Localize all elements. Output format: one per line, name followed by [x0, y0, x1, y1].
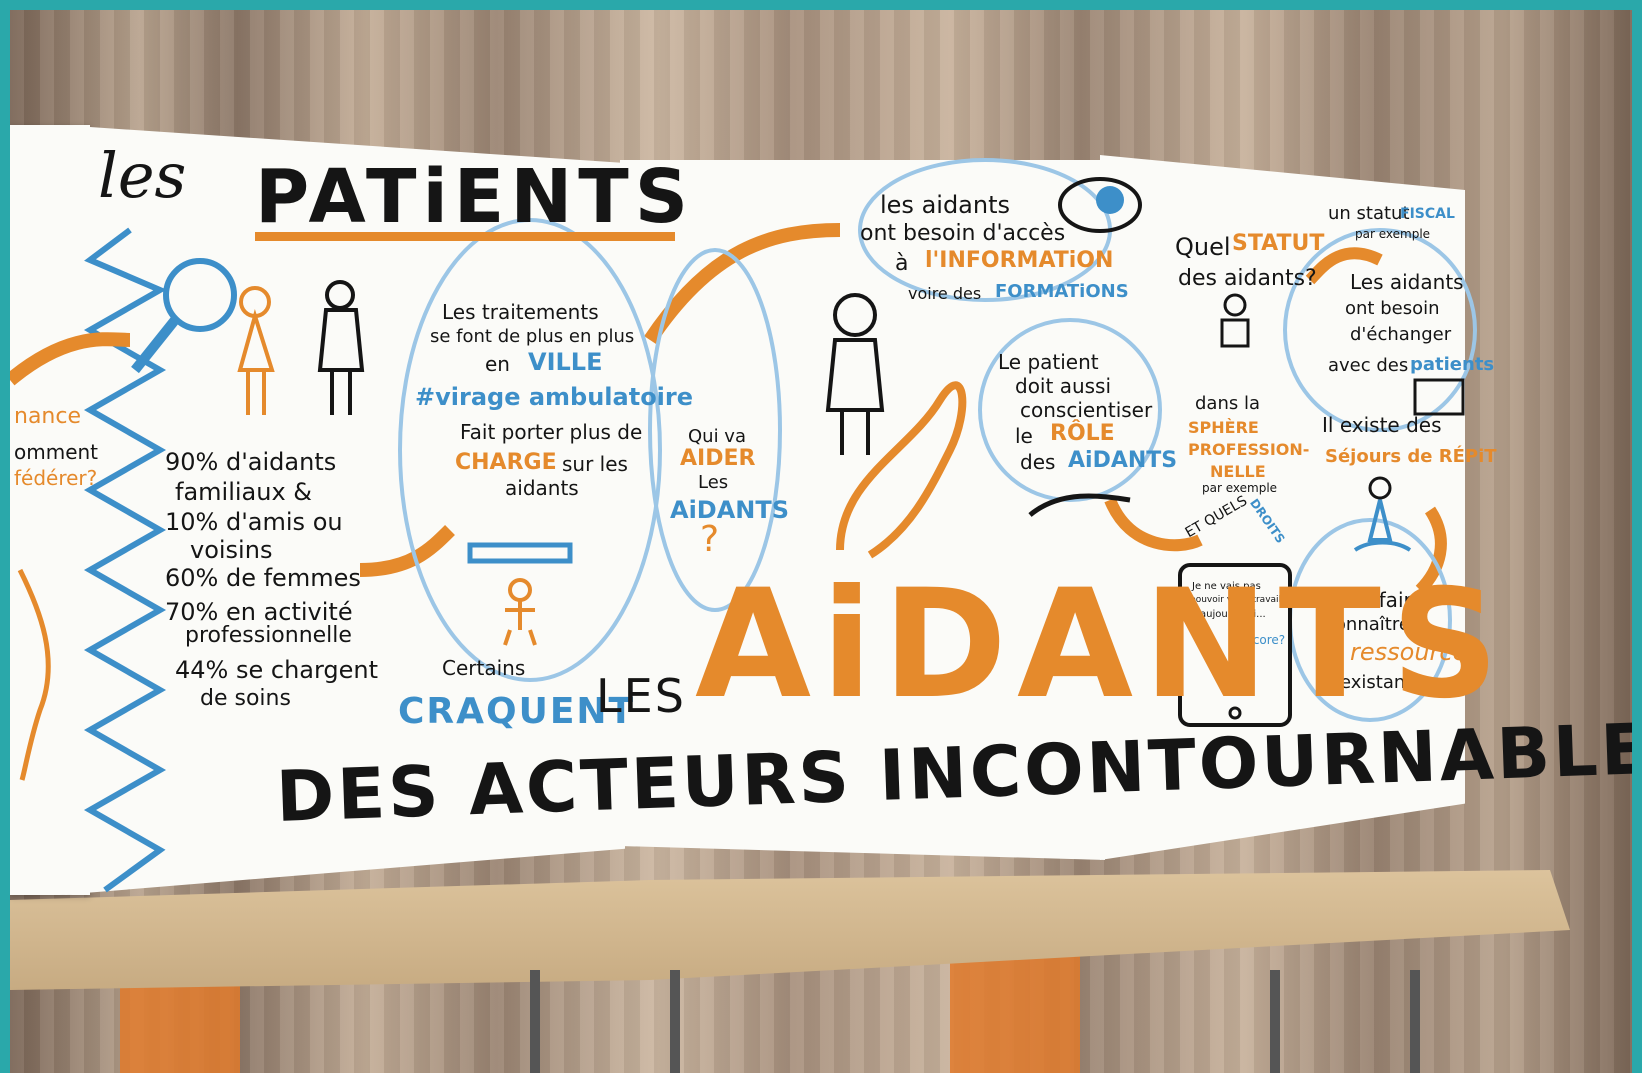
title-aidants: AiDANTS [695, 558, 1509, 732]
role-line: conscientiser [1020, 398, 1153, 422]
stat-line: voisins [190, 536, 273, 564]
tablet-message-line: aujourd'hui... [1200, 609, 1266, 620]
table-leg [1270, 970, 1280, 1073]
ressources-line: les [1315, 644, 1344, 668]
table-leg [670, 970, 680, 1073]
info-line: ont besoin d'accès [860, 221, 1066, 246]
certains: Certains [442, 656, 526, 680]
stat-line: de soins [200, 686, 291, 711]
sphere-line: SPHÈRE [1188, 418, 1259, 437]
echanger-line: avec des [1328, 355, 1409, 376]
stat-line: 60% de femmes [165, 564, 361, 592]
hashtag: #virage ambulatoire [415, 383, 694, 411]
role-line: doit aussi [1015, 374, 1112, 398]
aidants-small: aidants [505, 476, 579, 500]
role: RÔLE [1050, 421, 1115, 446]
sejours: Séjours de RÉPiT [1325, 446, 1497, 467]
ville: VILLE [528, 348, 603, 376]
existe: Il existe des [1322, 413, 1442, 437]
header-les: les [98, 139, 187, 212]
qui-va: Qui va [688, 426, 746, 447]
aidants-question: AiDANTS [670, 496, 790, 524]
title-les: LES [596, 669, 686, 723]
les-small: Les [698, 472, 729, 493]
statut: STATUT [1232, 231, 1325, 256]
stat-line: 70% en activité [165, 598, 353, 626]
des-label: des [1020, 450, 1056, 474]
information: l'INFORMATiON [925, 248, 1114, 273]
traitements-line: en [485, 352, 510, 376]
patients-small: patients [1410, 354, 1495, 375]
formations: FORMATiONS [995, 281, 1129, 302]
tablet-message-line: pouvoir venir travailler [1190, 595, 1293, 605]
role-line: Le patient [998, 350, 1099, 374]
stat-line: 44% se chargent [175, 656, 379, 684]
aidants-role: AiDANTS [1068, 448, 1178, 473]
par-exemple-2: par exemple [1202, 481, 1278, 495]
tablet-message-line: Je ne vais pas [1192, 581, 1261, 592]
stat-line: 90% d'aidants [165, 448, 337, 476]
ressources-line: connaître [1325, 614, 1410, 635]
doodle-layer [10, 158, 1477, 893]
echanger-line: ont besoin [1345, 298, 1440, 319]
info-line: à [895, 251, 909, 276]
dans-la: dans la [1195, 393, 1260, 414]
traitements-line: Les traitements [442, 300, 599, 324]
aider: AIDER [680, 446, 756, 471]
sphere-line: PROFESSION- [1188, 440, 1310, 459]
existantes: existantes [1340, 672, 1433, 693]
header-underline [255, 232, 675, 241]
sphere-line: NELLE [1210, 462, 1266, 481]
stat-line: familiaux & [175, 478, 313, 506]
left-cut-1: nance [14, 404, 81, 429]
echanger-line: d'échanger [1350, 324, 1452, 345]
charge: CHARGE [455, 450, 557, 475]
tablet-reply: ..Encore? [1230, 633, 1286, 647]
stat-line: professionnelle [185, 623, 352, 648]
des-aidants-q: des aidants? [1178, 266, 1317, 291]
echanger-line: Les aidants [1350, 270, 1464, 294]
craquent: CRAQUENT [398, 691, 636, 732]
ressources-word: ressources [1350, 638, 1480, 666]
fiscal: FISCAL [1400, 206, 1455, 222]
ressources-line: il faut faire [1315, 588, 1424, 612]
table-leg [1410, 970, 1420, 1073]
left-cut-3: fédérer? [14, 466, 98, 490]
voire-des: voire des [908, 284, 982, 303]
par-exemple: par exemple [1355, 227, 1431, 241]
table-leg [530, 970, 540, 1073]
statut-fiscal: un statut [1328, 203, 1410, 224]
header-patients: PATiENTS [255, 154, 695, 240]
info-line: les aidants [880, 191, 1011, 219]
traitements-line: se font de plus en plus [430, 326, 635, 347]
statut-quel: Quel [1175, 233, 1231, 261]
role-line: le [1015, 424, 1033, 448]
photo: les PATiENTS nance omment fédérer? 90% d… [10, 10, 1632, 1073]
board-panel-3 [1100, 155, 1465, 860]
fait-porter: Fait porter plus de [460, 420, 643, 444]
question-mark: ? [700, 519, 720, 560]
left-cut-2: omment [14, 440, 99, 464]
stat-line: 10% d'amis ou [165, 508, 343, 536]
sur-les: sur les [562, 452, 628, 476]
